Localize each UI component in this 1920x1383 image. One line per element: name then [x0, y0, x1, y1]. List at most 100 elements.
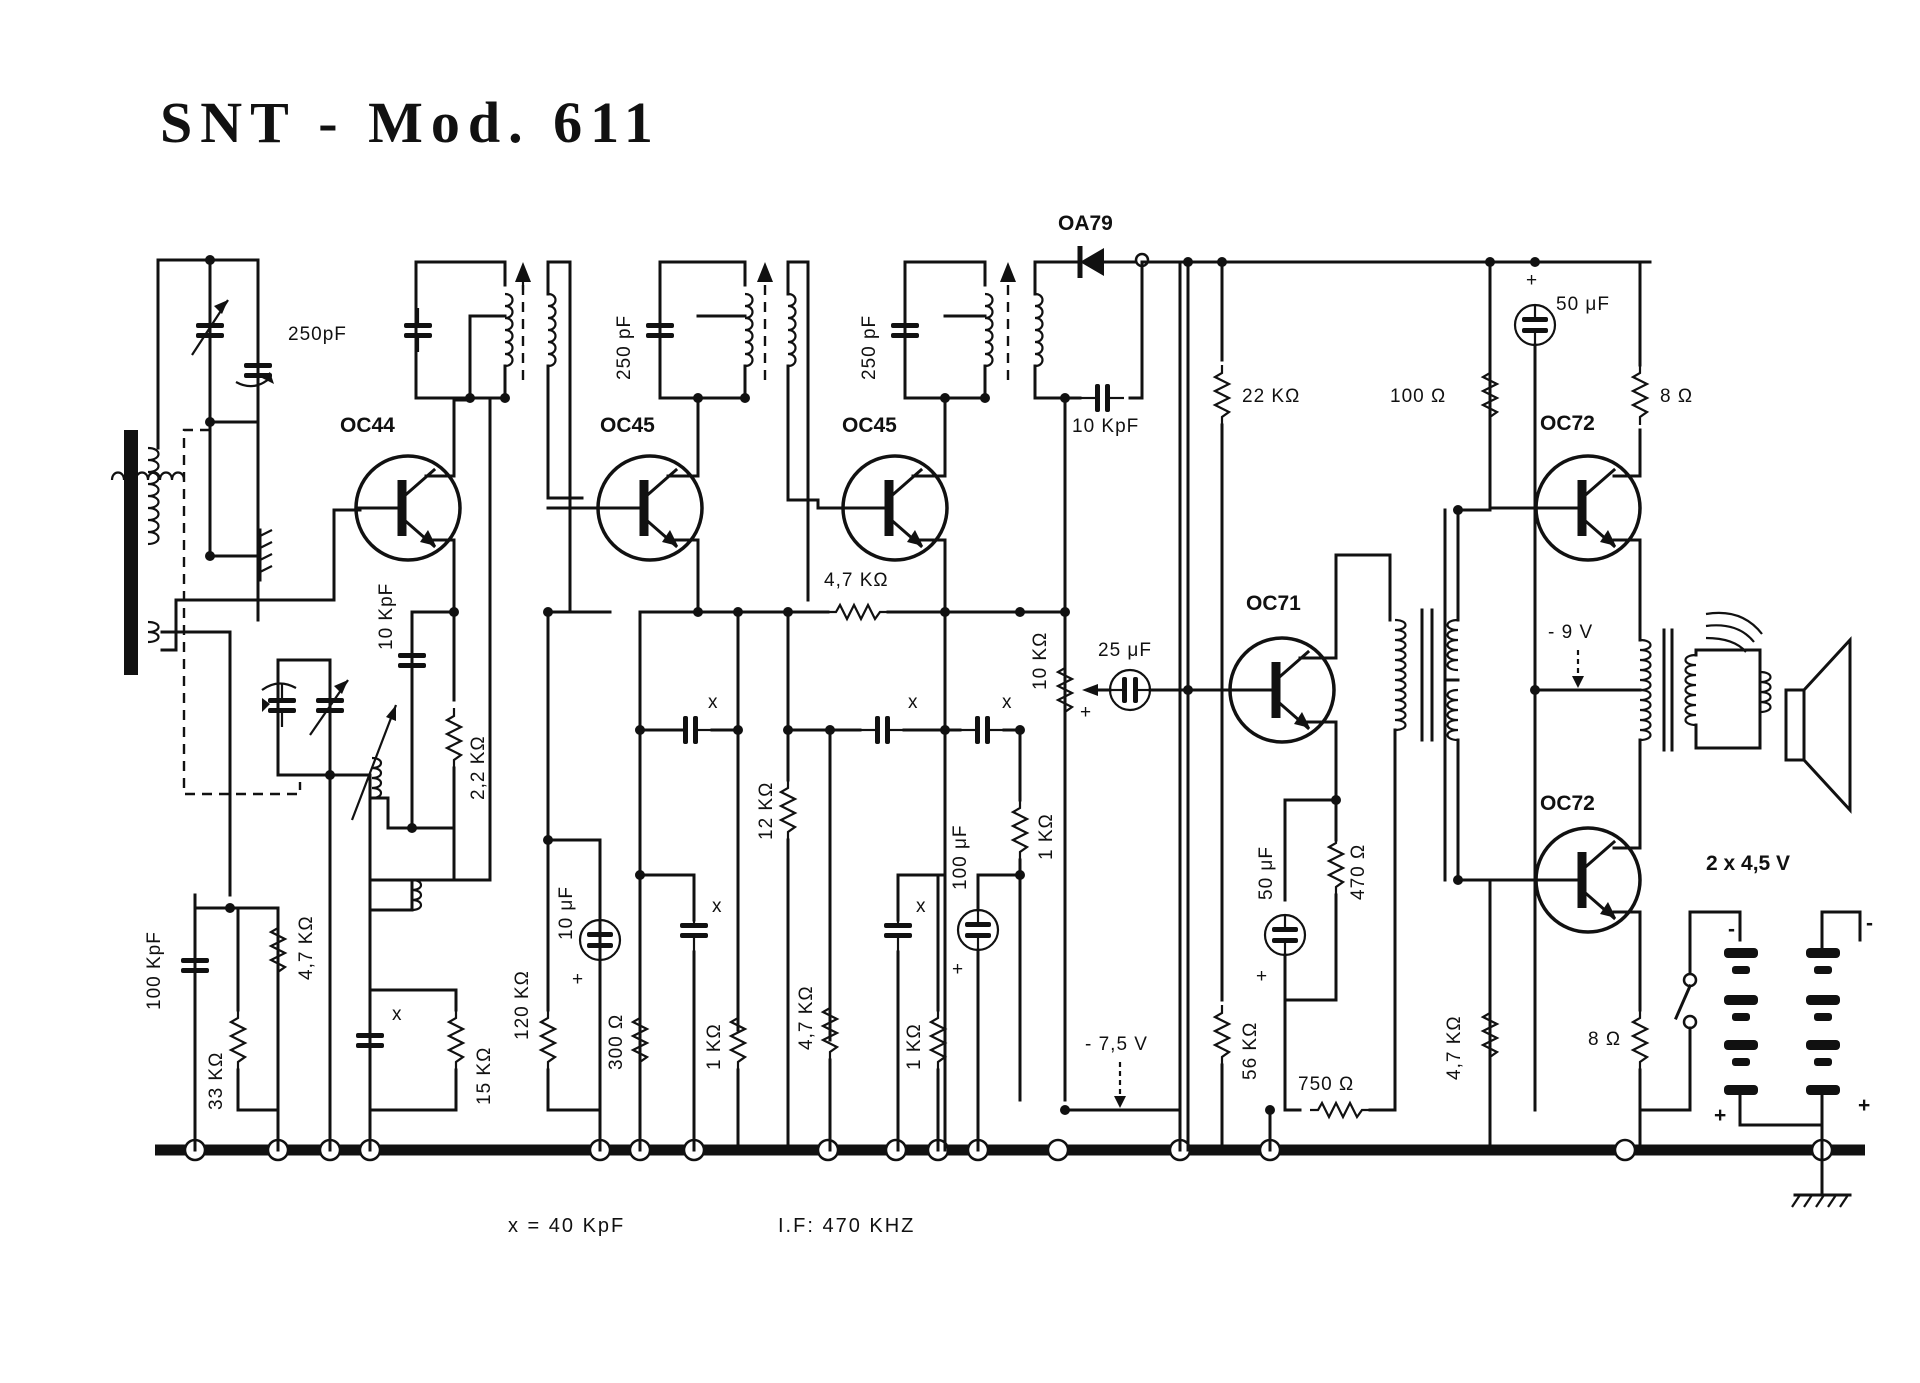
label-4-7k-left: 4,7 KΩ — [296, 915, 317, 980]
label-56k: 56 KΩ — [1240, 1022, 1261, 1080]
ground-symbol — [1791, 1148, 1852, 1208]
label-oc44: OC44 — [340, 414, 395, 437]
label-1k-c: 1 KΩ — [1036, 813, 1057, 860]
label-15k: 15 KΩ — [474, 1047, 495, 1105]
diode-oa79 — [1077, 246, 1144, 278]
oscillator-tuning-capacitor — [309, 679, 349, 736]
capacitor-25uf — [1108, 668, 1152, 712]
driver-transformer — [1394, 608, 1459, 742]
footer-x-note: x = 40 KpF — [508, 1215, 625, 1237]
xmark-1: x — [392, 1004, 403, 1025]
label-10uf: 10 μF — [556, 886, 577, 940]
if-coil-1-secondary — [546, 292, 557, 368]
label-50uf-top: 50 μF — [1556, 294, 1610, 315]
label-neg75v: - 7,5 V — [1085, 1034, 1148, 1055]
plus-50uf-top: + — [1526, 270, 1538, 291]
label-100uf: 100 μF — [950, 824, 971, 890]
trimmer-capacitor-1 — [235, 346, 274, 394]
label-battery: 2 x 4,5 V — [1706, 852, 1790, 875]
label-oc72-bot: OC72 — [1540, 792, 1595, 815]
capacitor-100uf — [956, 908, 1000, 952]
label-250pf-1: 250pF — [288, 324, 347, 345]
label-1k-b: 1 KΩ — [904, 1023, 925, 1070]
battery-cell-2 — [1806, 948, 1840, 1095]
transistor-oc71 — [1230, 638, 1334, 742]
volume-potentiometer — [1056, 658, 1074, 722]
label-2-2k: 2,2 KΩ — [468, 735, 489, 800]
transistor-oc45-2 — [843, 456, 947, 560]
resistor-120k — [539, 1008, 557, 1072]
label-250pf-3: 250 pF — [859, 315, 880, 380]
label-300: 300 Ω — [606, 1014, 627, 1070]
resistor-300 — [631, 1008, 649, 1072]
resistor-4-7k-b — [821, 998, 839, 1062]
if-coil-3-primary — [983, 292, 994, 368]
label-8-bot: 8 Ω — [1588, 1029, 1621, 1050]
xmark-4: x — [908, 692, 919, 713]
label-12k: 12 KΩ — [756, 782, 777, 840]
minus-battery-2: - — [1866, 912, 1873, 935]
xmark-2: x — [708, 692, 719, 713]
label-oa79: OA79 — [1058, 212, 1113, 235]
resistor-8-top — [1631, 363, 1649, 427]
label-33k: 33 KΩ — [206, 1052, 227, 1110]
if-coil-3-secondary — [1033, 292, 1044, 368]
plus-battery-2: + — [1858, 1094, 1870, 1117]
minus-battery-1: - — [1728, 918, 1735, 941]
capacitor-250pf-1 — [402, 306, 434, 354]
output-transformer — [1639, 628, 1697, 752]
label-10k-pot: 10 KΩ — [1030, 632, 1051, 690]
plus-100uf: + — [952, 959, 964, 980]
label-250pf-2: 250 pF — [614, 315, 635, 380]
plus-pot: + — [1080, 702, 1092, 723]
capacitor-x-5 — [958, 714, 1006, 746]
footer-if-note: I.F: 470 KHZ — [778, 1215, 915, 1237]
transistor-oc44 — [356, 456, 460, 560]
capacitor-x-3 — [678, 906, 710, 954]
resistor-1k-b — [929, 1008, 947, 1072]
resistor-4-7k-left — [269, 918, 287, 982]
label-neg9v: - 9 V — [1548, 622, 1593, 643]
xmark-6: x — [916, 896, 927, 917]
label-750: 750 Ω — [1298, 1074, 1354, 1095]
battery-cell-1 — [1724, 948, 1758, 1095]
label-oc72-top: OC72 — [1540, 412, 1595, 435]
label-470: 470 Ω — [1348, 844, 1369, 900]
resistor-470 — [1327, 833, 1345, 897]
capacitor-50uf-mid — [1263, 913, 1307, 957]
resistor-12k — [779, 778, 797, 842]
resistor-1k-a — [729, 1008, 747, 1072]
resistor-22k — [1213, 363, 1231, 427]
if-coil-2-secondary — [786, 292, 797, 368]
resistor-4-7k-agc — [826, 603, 890, 621]
oscillator-feedback-coil — [411, 878, 423, 912]
transistor-oc45-1 — [598, 456, 702, 560]
transistor-oc72-top — [1536, 456, 1640, 560]
oscillator-coil — [350, 704, 398, 821]
resistor-100 — [1481, 363, 1499, 427]
transistor-oc72-bot — [1536, 828, 1640, 932]
speaker-coil — [1759, 670, 1772, 714]
label-100kpf: 100 KpF — [144, 931, 165, 1010]
xmark-5: x — [1002, 692, 1013, 713]
resistor-15k — [447, 1008, 465, 1072]
capacitor-10kpf-det — [1078, 382, 1126, 414]
label-oc71: OC71 — [1246, 592, 1301, 615]
schematic-title: SNT - Mod. 611 — [160, 90, 661, 155]
ferrite-antenna — [110, 430, 186, 675]
resistor-2-2k — [445, 706, 463, 770]
resistor-1k-c — [1011, 798, 1029, 862]
label-1k-a: 1 KΩ — [704, 1023, 725, 1070]
resistor-750 — [1308, 1101, 1372, 1119]
capacitor-x-2 — [666, 714, 714, 746]
label-4-7k-agc: 4,7 KΩ — [824, 570, 889, 591]
label-100: 100 Ω — [1390, 386, 1446, 407]
label-10kpf-osc: 10 KpF — [376, 583, 397, 650]
label-120k: 120 KΩ — [512, 970, 533, 1040]
capacitor-x-4 — [858, 714, 906, 746]
plus-battery-1: + — [1714, 1104, 1726, 1127]
label-oc45-1: OC45 — [600, 414, 655, 437]
tuning-capacitor-1 — [191, 299, 229, 356]
if-coil-1-primary — [503, 292, 514, 368]
